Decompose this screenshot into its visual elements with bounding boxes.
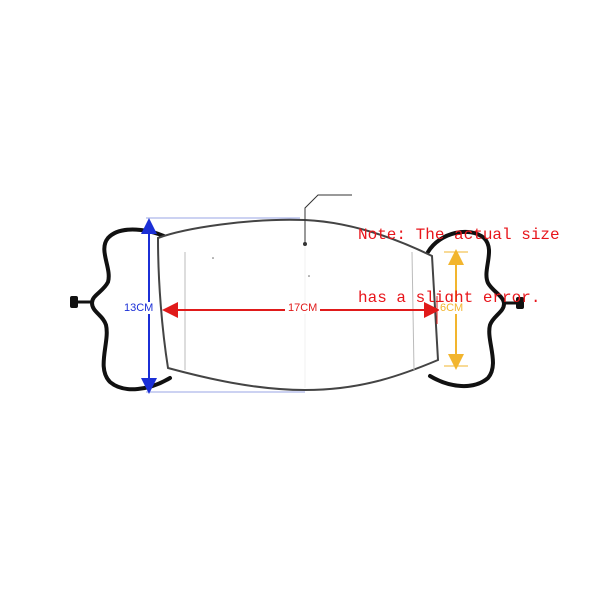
size-note: Note: The actual size has a slight error… bbox=[358, 183, 560, 351]
speck bbox=[308, 275, 310, 277]
size-note-line-1: Note: The actual size bbox=[358, 226, 560, 244]
note-leader-line bbox=[304, 194, 352, 243]
note-leader-dot bbox=[303, 242, 307, 246]
left-strap-adjuster bbox=[70, 296, 93, 308]
height-label: 13CM bbox=[123, 302, 155, 314]
speck bbox=[212, 257, 214, 259]
right-strap-adjuster bbox=[503, 297, 524, 309]
width-label: 17CM bbox=[285, 302, 321, 314]
strap-label: 6CM bbox=[439, 302, 465, 314]
